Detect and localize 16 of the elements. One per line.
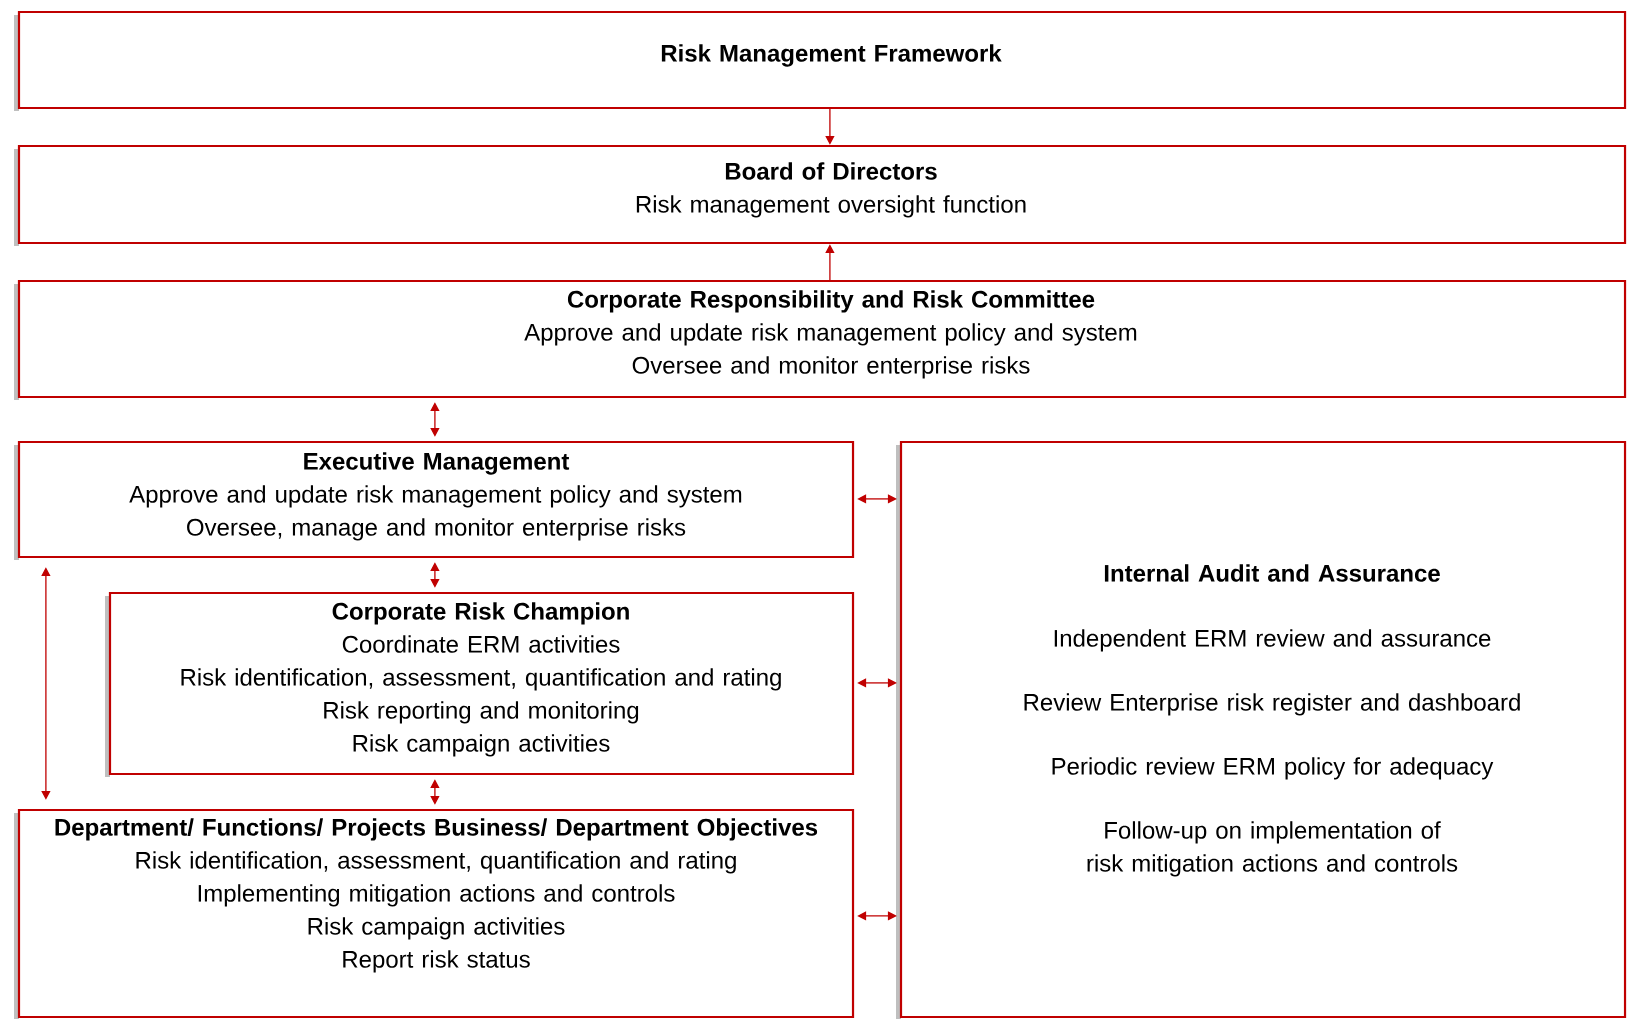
role-box: Internal Audit and Assurance Independent ERM review and assurance Review Enterprise risk register and dashboard Periodic review ERM policy for adequacy Follow-up on implementation of risk mitigation actions and controls	[896, 440, 1627, 1019]
arrow	[857, 494, 897, 504]
arrow	[857, 678, 897, 688]
arrow	[825, 108, 835, 145]
role-box: Department/ Functions/ Projects Business/ Department Objectives Risk identification, assessment, quantification and rating Implementing mitigation actions and controls Risk campaign activities Report risk status	[14, 808, 855, 1019]
arrow	[825, 244, 835, 281]
role-box: Executive Management Approve and update risk management policy and system Oversee, manage and monitor enterprise risks	[14, 440, 855, 560]
arrow	[430, 562, 440, 588]
arrow	[857, 911, 897, 921]
title-box: Risk Management Framework	[14, 10, 1627, 111]
arrow	[430, 779, 440, 805]
role-box: Corporate Responsibility and Risk Committee Approve and update risk management policy and system Oversee and monitor enterprise risks	[14, 279, 1627, 400]
arrow	[41, 567, 51, 800]
arrow	[430, 402, 440, 437]
role-box: Board of Directors Risk management oversight function	[14, 144, 1627, 246]
role-box: Corporate Risk Champion Coordinate ERM activities Risk identification, assessment, quantification and rating Risk reporting and monitoring Risk campaign activities	[105, 591, 855, 777]
